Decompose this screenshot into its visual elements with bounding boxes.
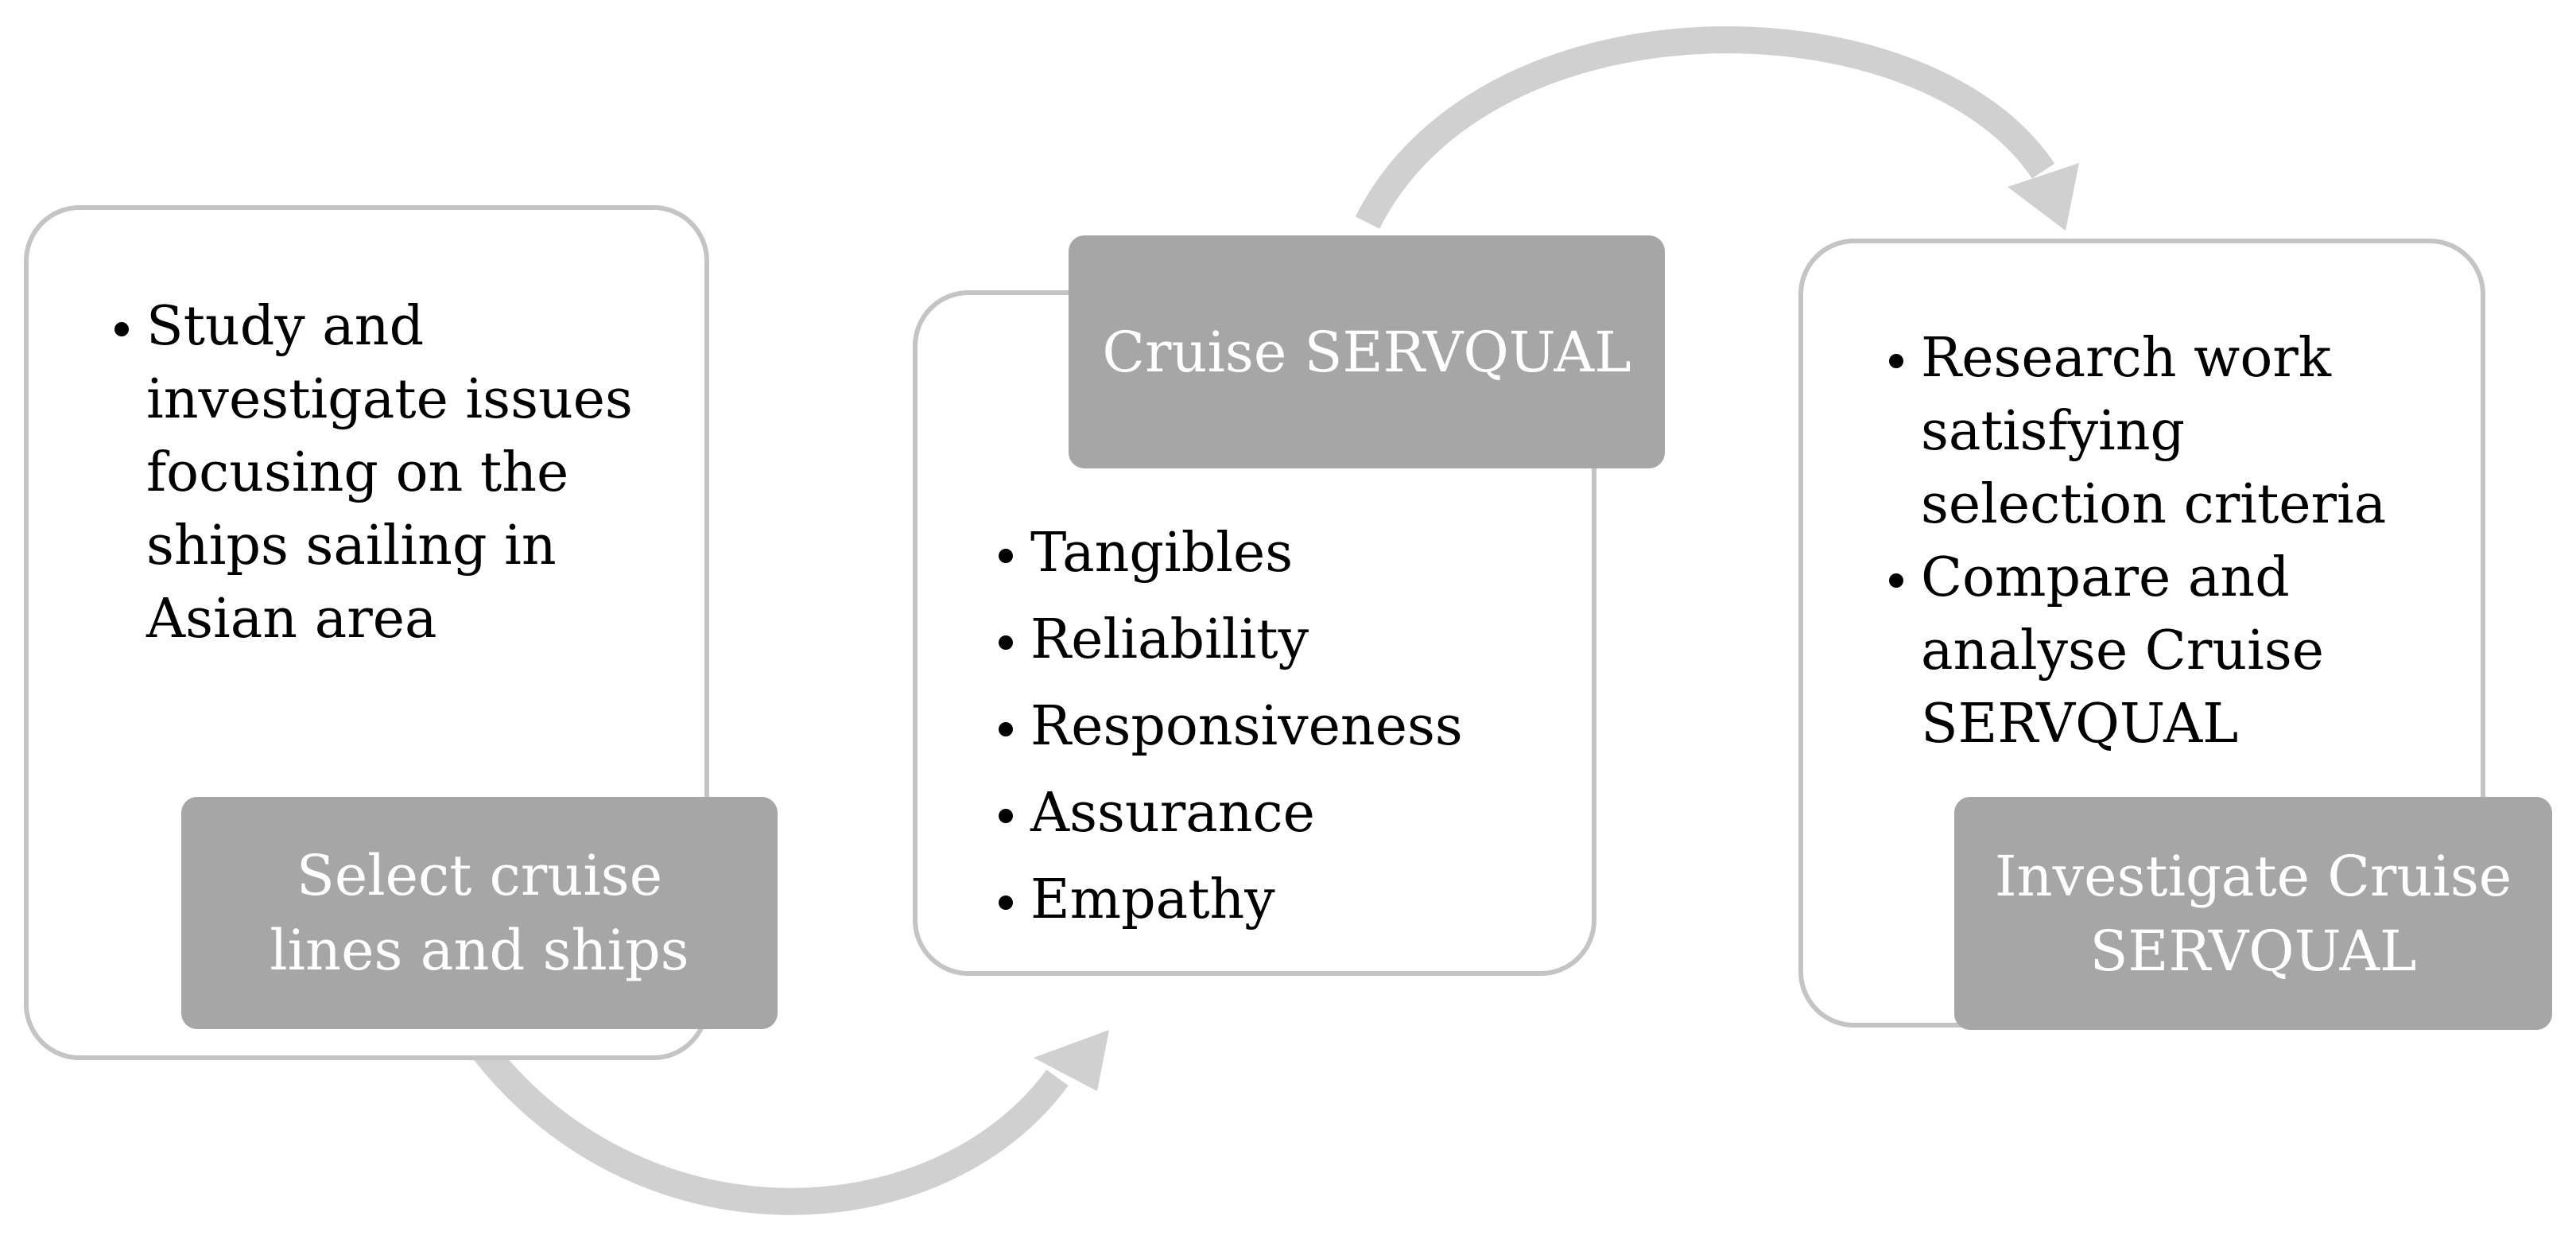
- step2-bullet-3: Responsiveness: [995, 690, 1568, 763]
- bottom-arrowhead: [1034, 1030, 1109, 1091]
- step3-bullet-2: Compare and analyse Cruise SERVQUAL: [1886, 542, 2427, 761]
- step2-bullet-2: Reliability: [995, 604, 1568, 677]
- step2-bullet-1: Tangibles: [995, 517, 1568, 590]
- step1-bullet-list: Study and investigate issues focusing on…: [111, 290, 652, 656]
- step1-bullet-1: Study and investigate issues focusing on…: [111, 290, 652, 656]
- bottom-curved-arrow: [466, 1033, 1069, 1215]
- step2-label: Cruise SERVQUAL: [1069, 235, 1665, 468]
- step2-bullet-list: Tangibles Reliability Responsiveness Ass…: [995, 517, 1568, 950]
- step3-label: Investigate Cruise SERVQUAL: [1954, 797, 2552, 1030]
- step1-label: Select cruise lines and ships: [181, 797, 778, 1029]
- step2-bullet-5: Empathy: [995, 864, 1568, 937]
- step3-bullet-list: Research work satisfying selection crite…: [1886, 322, 2427, 761]
- step3-bullet-1: Research work satisfying selection crite…: [1886, 322, 2427, 542]
- top-arrowhead: [2008, 163, 2079, 231]
- top-curved-arrow: [1355, 26, 2055, 229]
- step2-bullet-4: Assurance: [995, 777, 1568, 850]
